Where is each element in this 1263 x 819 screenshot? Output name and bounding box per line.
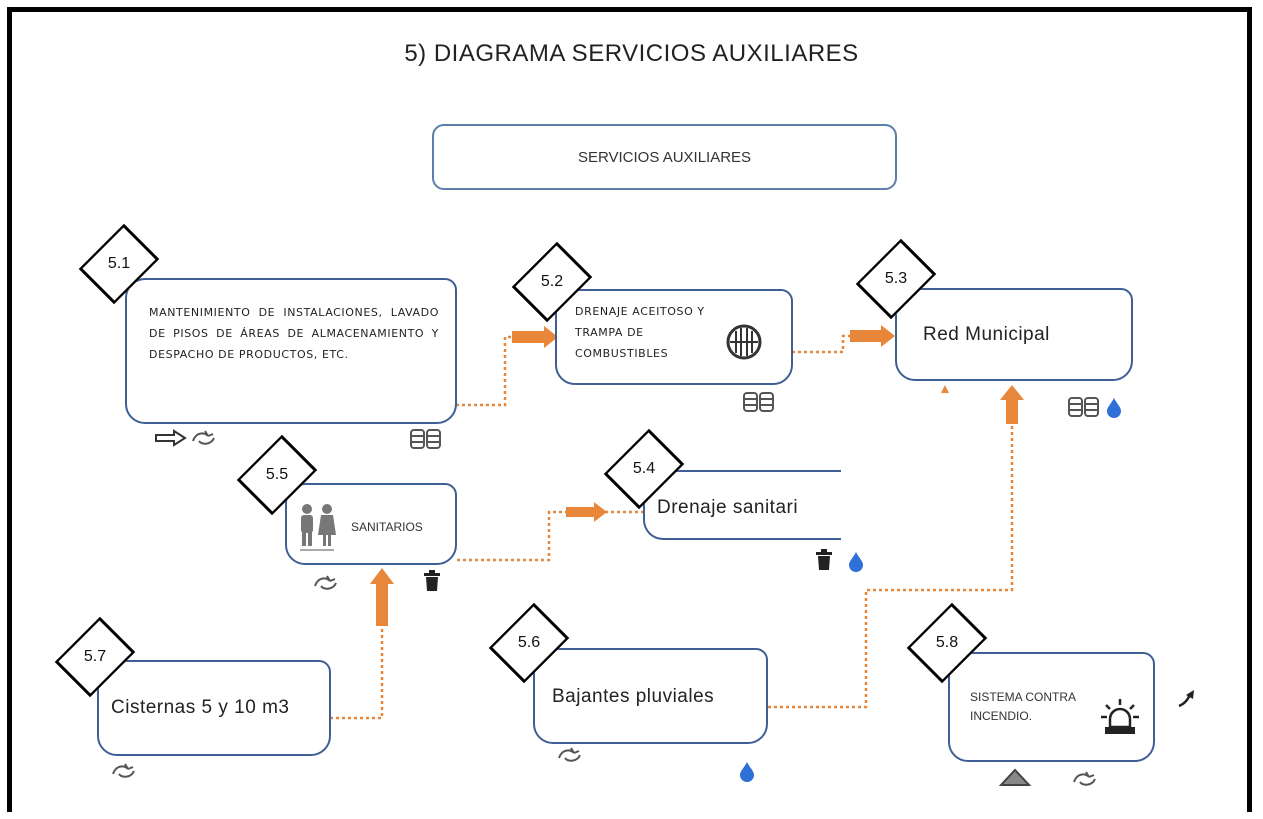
step-number-5.8: 5.8 [935,634,959,651]
connector-5.7-5.5 [330,600,384,720]
connector-5.2-5.3 [792,334,855,354]
step-badge-5.4: 5.4 [603,428,685,510]
process-box-5.5: SANITARIOS [285,483,457,565]
flow-arrow-icon [155,429,187,447]
step-badge-5.8: 5.8 [906,602,988,684]
process-box-5.4: Drenaje sanitari [643,470,868,540]
process-label-5.5: SANITARIOS [351,520,423,534]
step-number-5.1: 5.1 [107,255,131,272]
connector-5.5-5.4 [457,510,570,562]
arrow-into-5.2 [512,326,558,348]
process-label-5.2: DRENAJE ACEITOSO Y TRAMPA DE COMBUSTIBLE… [575,305,705,360]
connector-5.6-5.3 [768,425,1014,709]
recycle-icon [112,763,135,778]
process-label-5.6: Bajantes pluviales [552,686,715,707]
oil-drum-icon [1068,397,1099,417]
step-badge-5.3: 5.3 [855,238,937,320]
step-badge-5.5: 5.5 [236,434,318,516]
arrow-into-5.5 [370,568,394,626]
water-drop-icon [1107,398,1121,418]
process-label-5.7: Cisternas 5 y 10 m3 [111,697,290,718]
arrow-into-5.4 [566,502,607,522]
process-label-5.3: Red Municipal [923,324,1050,345]
recycle-icon [558,747,581,762]
curved-arrow-icon [1178,690,1194,708]
process-box-5.7: Cisternas 5 y 10 m3 [97,660,331,756]
connector-5.1-5.2 [456,335,520,407]
step-number-5.7: 5.7 [83,648,107,665]
step-number-5.3: 5.3 [884,270,908,287]
water-drop-icon [740,762,754,782]
step-number-5.5: 5.5 [265,466,289,483]
oil-drum-icon [743,392,774,412]
triangle-icon [999,768,1031,786]
trash-can-icon [816,549,832,570]
trash-can-icon [424,570,440,591]
step-number-5.2: 5.2 [540,273,564,290]
header-box: SERVICIOS AUXILIARES [432,124,897,190]
diagram-title: 5) DIAGRAMA SERVICIOS AUXILIARES [404,40,859,67]
arrow-into-5.3 [850,325,895,347]
step-badge-5.7: 5.7 [54,616,136,698]
step-number-5.4: 5.4 [632,460,656,477]
process-box-5.6: Bajantes pluviales [533,648,768,744]
restroom-icon [300,504,336,551]
header-label: SERVICIOS AUXILIARES [577,148,752,166]
siren-icon [1101,699,1139,734]
step-badge-5.6: 5.6 [488,602,570,684]
recycle-icon [192,430,215,445]
step-badge-5.1: 5.1 [78,223,160,305]
diagram-frame [7,7,1252,812]
arrow-into-5.3-bottom [1000,385,1024,424]
process-label-5.4: Drenaje sanitari [657,497,799,518]
process-box-5.8: SISTEMA CONTRA INCENDIO. [948,652,1155,762]
oil-drum-icon [410,429,441,449]
recycle-icon [1073,771,1096,786]
process-box-5.3: Red Municipal [895,288,1133,381]
process-box-5.1: MANTENIMIENTO DE INSTALACIONES, LAVADO D… [125,278,457,424]
process-label-5.8: SISTEMA CONTRA INCENDIO. [970,690,1076,723]
step-number-5.6: 5.6 [517,634,541,651]
arrow-small-5.3 [941,385,949,393]
step-badge-5.2: 5.2 [511,241,593,323]
water-drop-icon [849,552,863,572]
process-label-5.1: MANTENIMIENTO DE INSTALACIONES, LAVADO D… [149,306,439,361]
recycle-icon [314,575,337,590]
oil-trap-icon [726,324,762,360]
